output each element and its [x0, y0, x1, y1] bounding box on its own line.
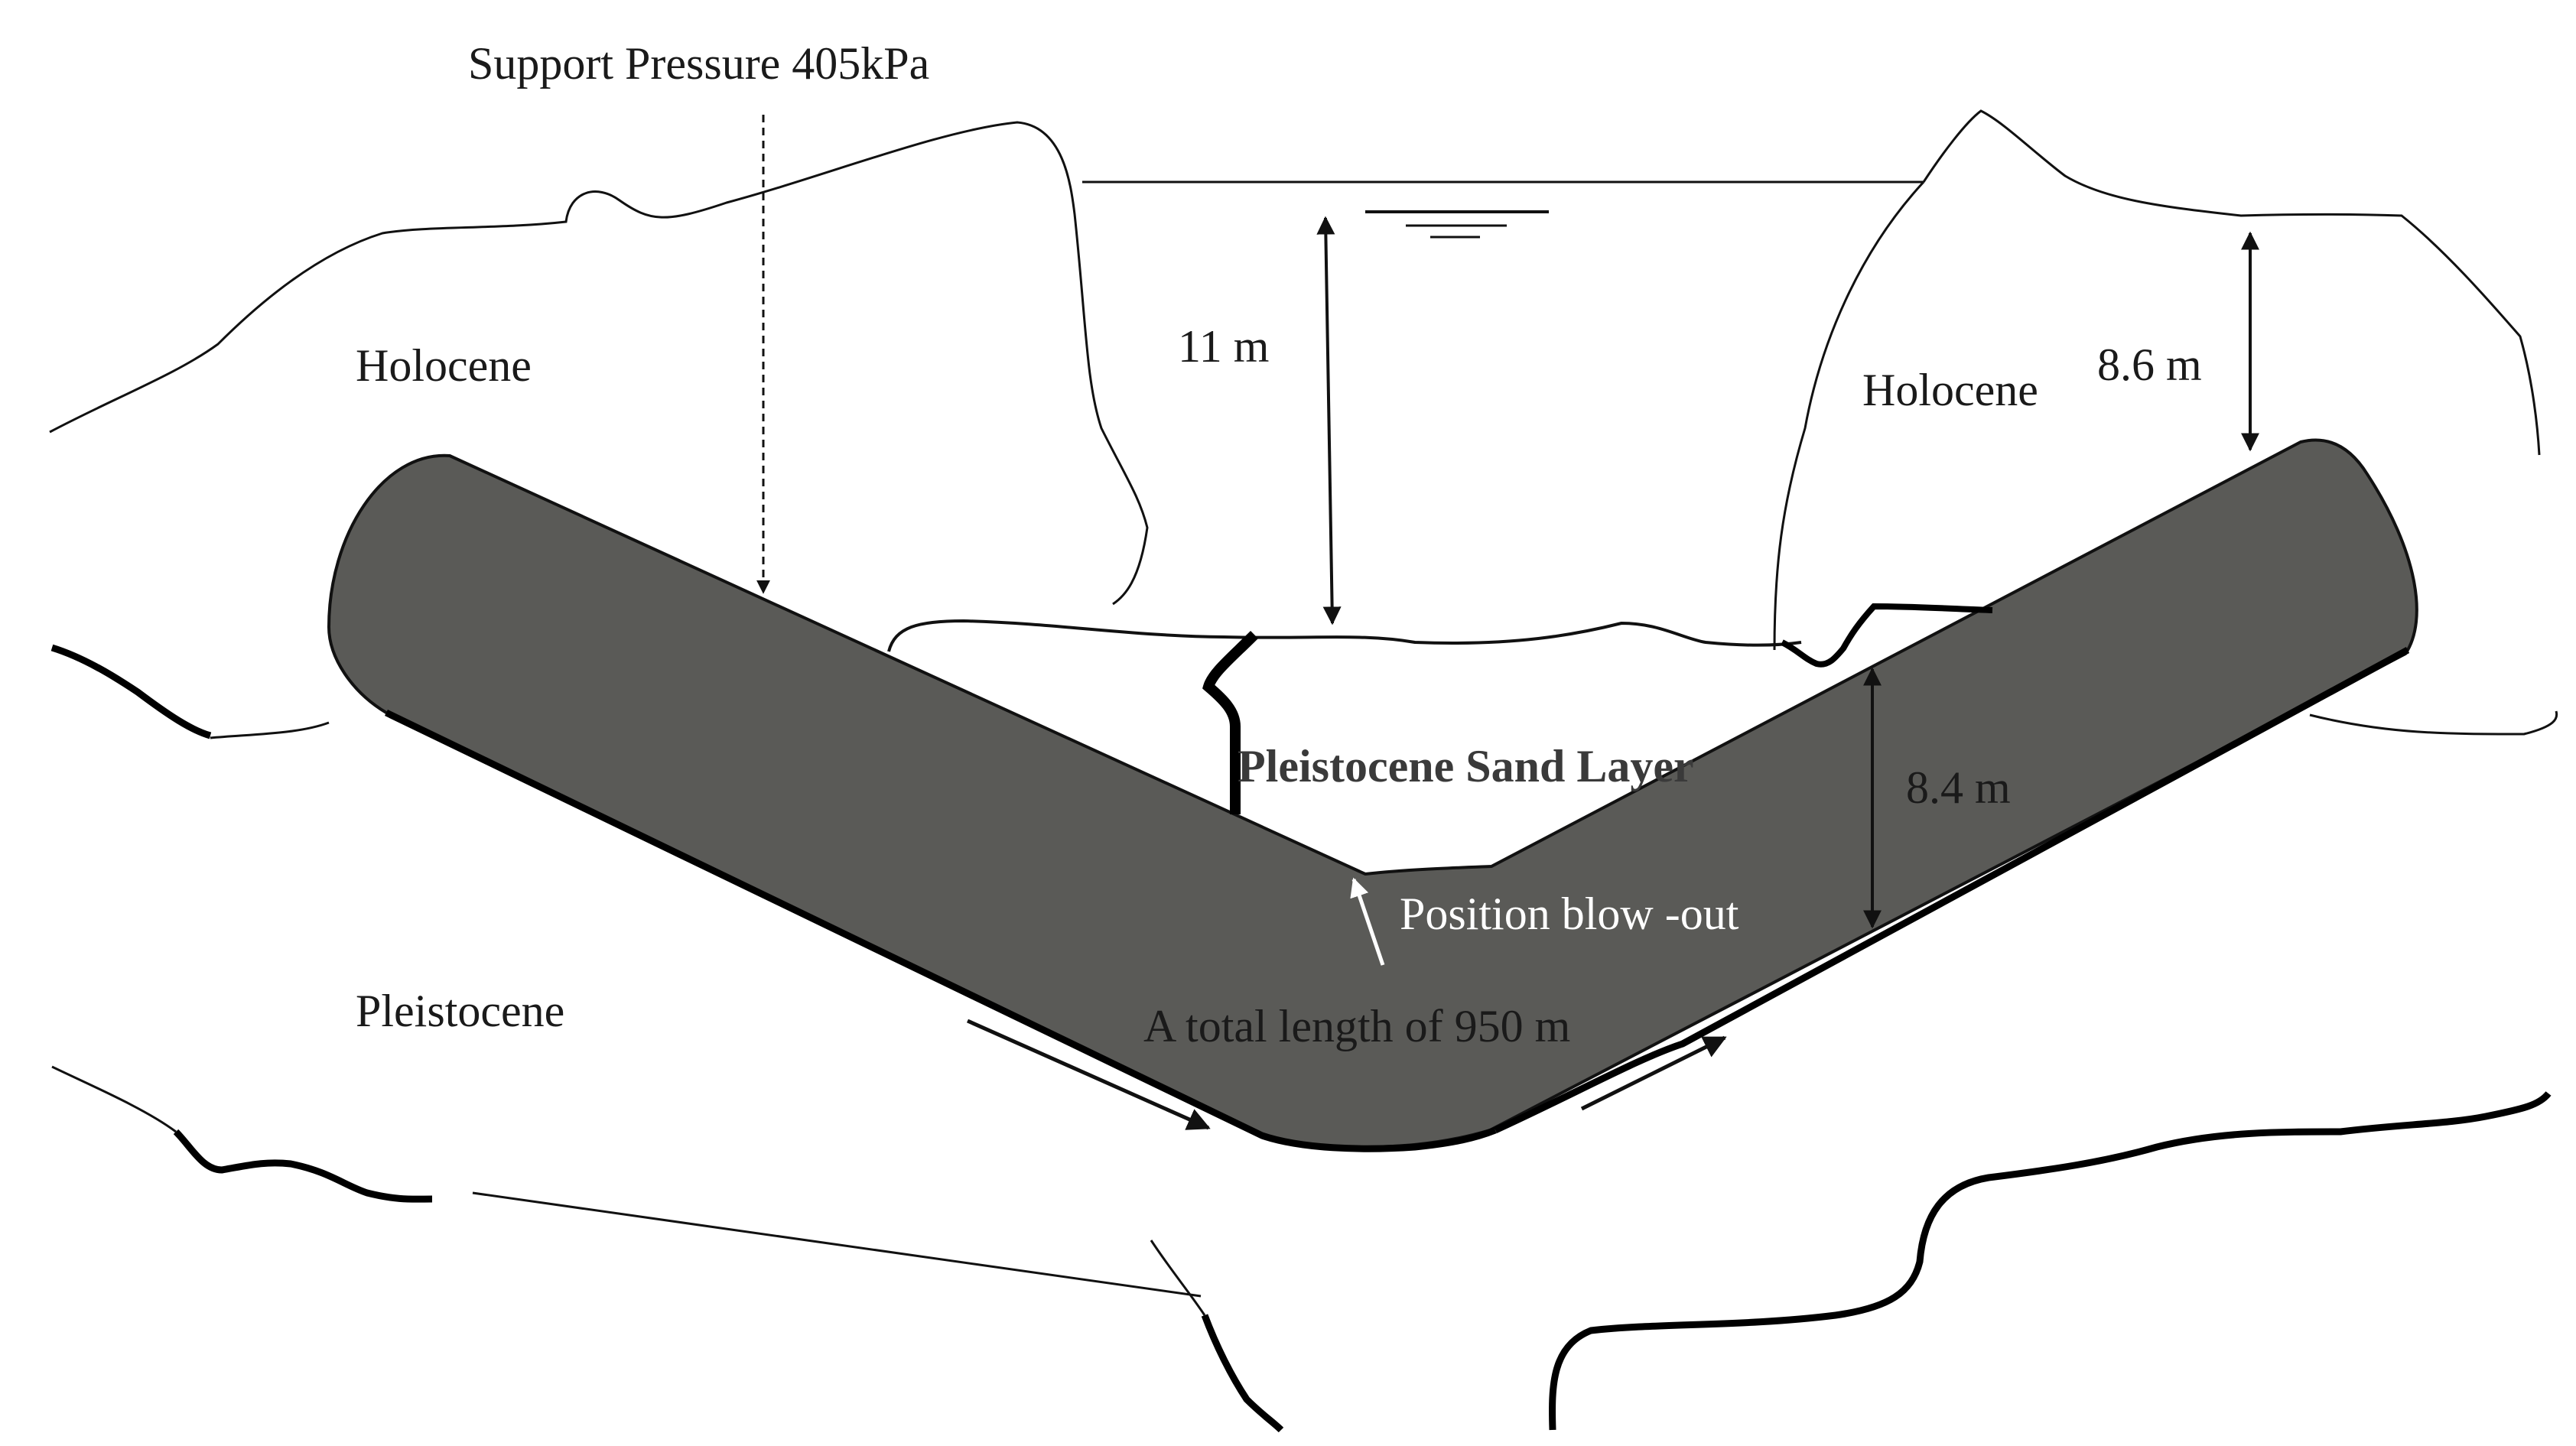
depth-water-label: 11 m: [1178, 321, 1269, 372]
depth-water-dimension-arrow: [1316, 216, 1342, 626]
tunnel-bottom-left-edge: [385, 709, 1497, 1152]
pleistocene-lower-left-thin: [51, 1065, 177, 1133]
holocene-right-label: Holocene: [1862, 365, 2038, 415]
sand-layer-label: Pleistocene Sand Layer: [1238, 741, 1694, 791]
holocene-left-label: Holocene: [356, 340, 532, 391]
holocene-right-boundary: [1922, 109, 2541, 456]
support-pressure-label: Support Pressure 405kPa: [468, 38, 929, 89]
tunnel-bottom-right-edge: [1494, 647, 2410, 1134]
pleistocene-lower-left-thick: [173, 1129, 433, 1203]
holocene-right-lower-boundary: [2309, 710, 2558, 736]
pleistocene-lower-center-thick: [1201, 1314, 1284, 1433]
length-arrow-right: [1580, 1035, 1727, 1111]
tunnel-left-end: [327, 454, 450, 714]
sand-layer-top-boundary: [887, 619, 1802, 652]
pleistocene-lower-right-thick: [1549, 1091, 2552, 1431]
blowout-arrow: [1350, 877, 1385, 966]
total-length-label: A total length of 950 m: [1143, 1001, 1570, 1051]
length-arrow-left: [966, 1019, 1211, 1130]
sand-boundary-thick-center: [1202, 631, 1258, 814]
holocene-right-left-slope: [1773, 180, 1925, 651]
sand-boundary-thick-right: [1781, 603, 1993, 668]
blowout-label: Position blow -out: [1400, 889, 1739, 939]
pleistocene-lower-center-thin: [472, 1191, 1202, 1298]
holocene-left-boundary: [49, 121, 1149, 606]
water-level-icon: [1365, 210, 1549, 239]
pleistocene-label: Pleistocene: [356, 986, 564, 1036]
ground-line-left: [50, 644, 212, 739]
pleistocene-lower-center-right: [1150, 1240, 1206, 1316]
sand-thickness-label: 8.4 m: [1906, 762, 2011, 813]
holocene-left-lower-boundary: [210, 721, 330, 739]
depth-right-label: 8.6 m: [2097, 340, 2202, 390]
